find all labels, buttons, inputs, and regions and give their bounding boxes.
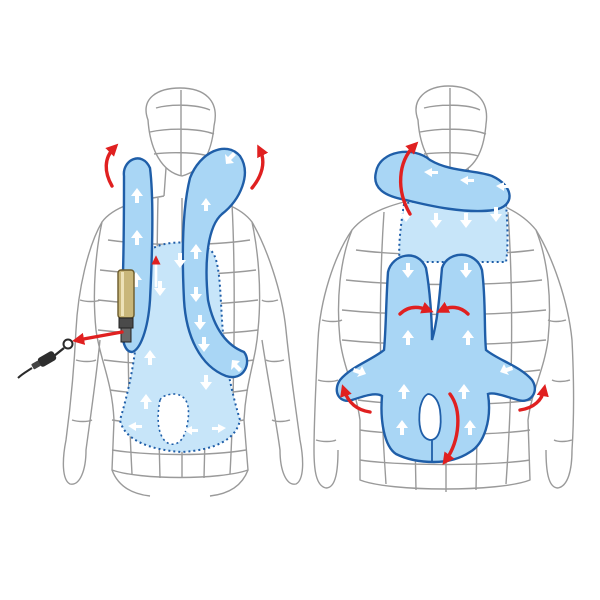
front-inflation-arrows (104, 143, 269, 288)
flow-arrow-icon (460, 176, 474, 185)
flow-arrow-icon (201, 198, 211, 211)
flow-arrow-icon (190, 287, 202, 302)
flow-arrow-icon (460, 213, 472, 228)
flow-arrow-icon (184, 426, 198, 435)
inflation-arrow-icon (104, 143, 119, 188)
inflation-arrow-icon (250, 144, 269, 190)
flow-arrow-icon (398, 384, 410, 399)
back-lower-lobe (418, 393, 442, 441)
flow-arrow-icon (225, 152, 236, 164)
inflation-arrow-icon (436, 301, 470, 316)
flow-arrow-icon (128, 422, 142, 431)
back-right-arm (535, 229, 575, 489)
back-inflation-arrows (340, 141, 549, 466)
trigger-connector-icon (17, 338, 74, 379)
back-dotted-spine-bag (398, 197, 509, 263)
flow-arrow-icon (424, 168, 438, 177)
gas-cartridge-icon (117, 269, 135, 343)
flow-arrow-icon (430, 213, 442, 228)
back-left-arm (313, 229, 353, 489)
front-right-arm (251, 221, 304, 485)
inflation-arrow-icon (71, 330, 124, 345)
inflation-arrow-icon (398, 302, 434, 316)
inflation-arrow-icon (340, 384, 372, 414)
flow-arrow-icon (174, 253, 186, 268)
flow-arrow-icon (144, 350, 156, 365)
flow-arrow-icon (462, 330, 474, 345)
flow-arrow-icon (402, 330, 414, 345)
flow-arrow-icon (140, 394, 152, 409)
front-head (145, 87, 216, 177)
front-torso (93, 195, 261, 479)
inflation-arrow-icon (398, 141, 419, 216)
front-left-arm (62, 221, 103, 485)
flow-arrow-icon (131, 230, 143, 245)
flow-arrow-icon (200, 375, 212, 390)
front-lower-lobe (157, 393, 190, 445)
back-airbag (335, 150, 537, 464)
flow-arrow-icon (458, 384, 470, 399)
flow-arrow-icon (154, 281, 166, 296)
flow-arrow-icon (198, 337, 210, 352)
flow-arrow-icon (496, 182, 510, 191)
flow-arrow-icon (400, 207, 412, 222)
front-hips (111, 469, 249, 497)
flow-arrow-icon (464, 420, 476, 435)
back-torso (337, 195, 551, 490)
flow-arrow-icon (231, 360, 242, 372)
flow-arrow-icon (396, 420, 408, 435)
back-collar-tube (374, 150, 511, 213)
flow-arrow-icon (131, 188, 143, 203)
front-flow-arrows (128, 152, 242, 435)
back-main-panel (335, 253, 537, 464)
flow-arrow-icon (212, 424, 226, 433)
flow-arrow-icon (130, 272, 142, 287)
trigger-cable (71, 330, 124, 345)
flow-arrow-icon (402, 263, 414, 278)
flow-arrow-icon (194, 315, 206, 330)
inflation-arrow-icon (442, 392, 460, 466)
inflation-arrow-icon (518, 383, 549, 412)
flow-arrow-icon (353, 366, 366, 377)
flow-arrow-icon (190, 244, 202, 259)
flow-arrow-icon (500, 364, 513, 375)
flow-arrow-icon (490, 207, 502, 222)
flow-arrow-icon (460, 263, 472, 278)
back-flow-arrows (353, 168, 513, 435)
